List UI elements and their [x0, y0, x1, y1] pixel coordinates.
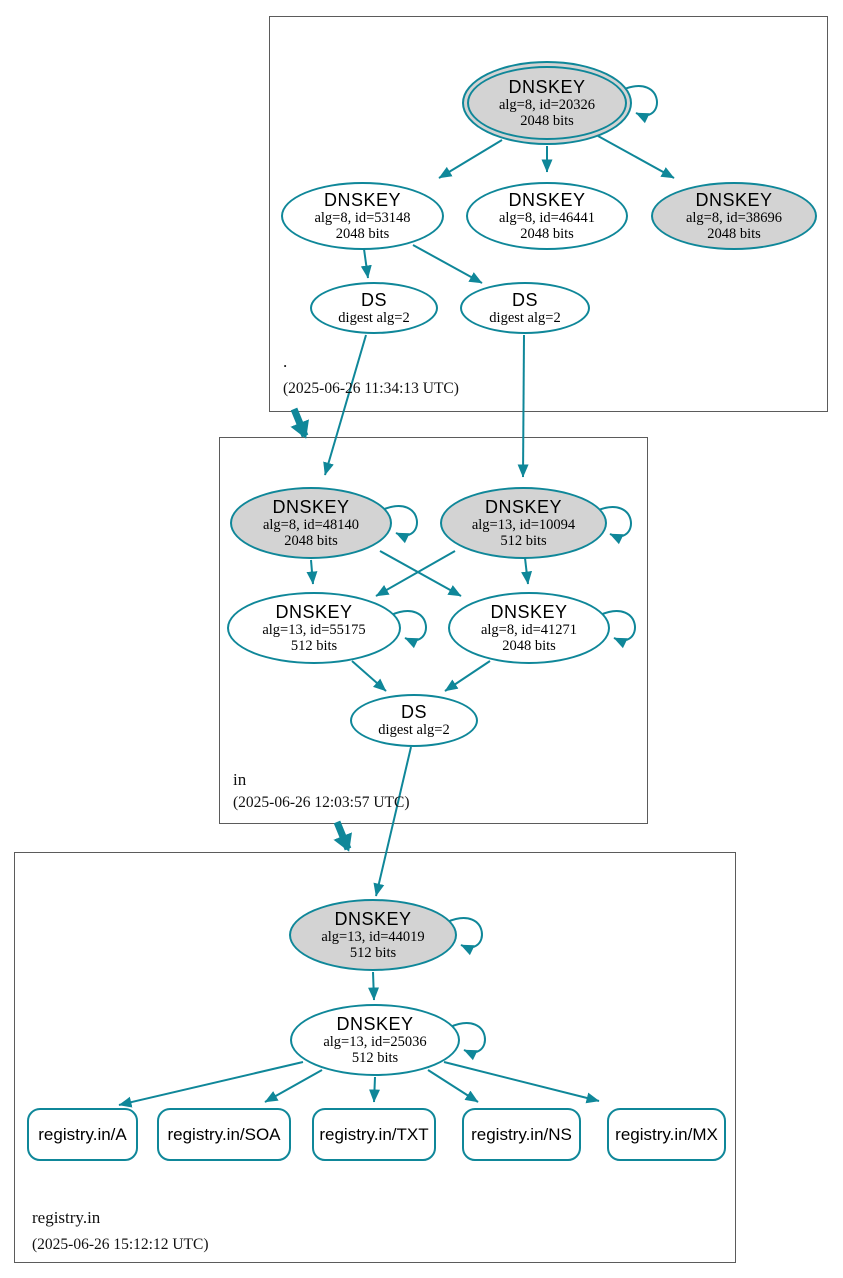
zone-name-root: .	[283, 352, 288, 371]
zone-box-in	[219, 437, 648, 824]
node-title: DNSKEY	[484, 496, 563, 517]
selfloop-41271	[599, 610, 636, 649]
edge-25036-to-ns	[427, 1069, 479, 1103]
zone-timestamp-root: (2025-06-26 11:34:13 UTC)	[283, 380, 459, 397]
selfloop-55175	[390, 610, 427, 649]
dnskey-node-41271[interactable]: DNSKEY alg=8, id=41271 2048 bits	[448, 592, 610, 664]
dnskey-node-46441[interactable]: DNSKEY alg=8, id=46441 2048 bits	[466, 182, 628, 250]
selfloop-25036	[449, 1022, 486, 1061]
node-detail: alg=13, id=44019	[321, 928, 425, 945]
edge-44019-to-25036	[368, 971, 380, 1001]
edge-48140-to-41271	[379, 550, 462, 597]
rrset-registry-in-a[interactable]: registry.in/A	[27, 1108, 138, 1161]
edge-25036-to-mx	[443, 1061, 600, 1104]
zone-box-root	[269, 16, 828, 412]
selfloop-48140	[381, 505, 418, 544]
dnskey-node-48140[interactable]: DNSKEY alg=8, id=48140 2048 bits	[230, 487, 392, 559]
node-detail: alg=13, id=10094	[471, 516, 576, 533]
node-title: DS	[360, 289, 387, 310]
ds-node-in[interactable]: DS digest alg=2	[350, 694, 478, 747]
dnskey-node-55175[interactable]: DNSKEY alg=13, id=55175 512 bits	[227, 592, 401, 664]
rrset-registry-in-ns[interactable]: registry.in/NS	[462, 1108, 581, 1161]
node-detail: alg=8, id=41271	[480, 621, 578, 638]
node-title: DNSKEY	[323, 189, 402, 210]
dnskey-node-53148[interactable]: DNSKEY alg=8, id=53148 2048 bits	[281, 182, 444, 250]
dnskey-node-25036[interactable]: DNSKEY alg=13, id=25036 512 bits	[290, 1004, 460, 1076]
node-bits: 2048 bits	[520, 226, 574, 242]
node-bits: 2048 bits	[284, 533, 338, 549]
rrset-registry-in-soa[interactable]: registry.in/SOA	[157, 1108, 291, 1161]
edge-10094-to-55175	[375, 550, 456, 597]
node-title: DS	[511, 289, 538, 310]
edge-48140-to-55175	[306, 559, 318, 585]
edge-53148-to-ds2	[412, 244, 483, 284]
selfloop-10094	[595, 506, 632, 545]
node-detail: digest alg=2	[378, 722, 450, 739]
node-title: DS	[400, 702, 427, 723]
node-detail: digest alg=2	[338, 309, 410, 326]
zone-name-registry-in: registry.in	[32, 1208, 101, 1227]
node-title: DNSKEY	[272, 496, 350, 517]
node-detail: alg=8, id=38696	[685, 209, 783, 226]
zone-name-in: in	[233, 770, 247, 789]
rrset-registry-in-txt[interactable]: registry.in/TXT	[312, 1108, 436, 1161]
edge-ksk20326-to-38696	[597, 135, 675, 179]
zone-box-registry-in	[14, 852, 736, 1263]
node-title: DNSKEY	[508, 76, 586, 97]
zone-timestamp-in: (2025-06-26 12:03:57 UTC)	[233, 794, 410, 811]
rrset-registry-in-mx[interactable]: registry.in/MX	[607, 1108, 726, 1161]
node-title: DNSKEY	[334, 908, 412, 929]
node-title: DNSKEY	[695, 189, 773, 210]
node-detail: alg=13, id=25036	[323, 1033, 427, 1050]
node-bits: 512 bits	[500, 533, 547, 549]
node-title: DNSKEY	[508, 189, 586, 210]
node-detail: digest alg=2	[489, 309, 561, 326]
node-bits: 512 bits	[349, 945, 397, 961]
node-detail: alg=8, id=53148	[314, 209, 411, 226]
dnskey-node-10094[interactable]: DNSKEY alg=13, id=10094 512 bits	[440, 487, 607, 559]
node-bits: 2048 bits	[502, 638, 556, 654]
edge-41271-to-ds	[444, 660, 491, 692]
edge-ksk20326-to-53148	[438, 139, 503, 179]
edge-55175-to-ds	[351, 660, 387, 692]
node-detail: alg=13, id=55175	[262, 621, 366, 638]
dnskey-node-20326[interactable]: DNSKEY alg=8, id=20326 2048 bits	[462, 61, 632, 145]
node-bits: 2048 bits	[707, 226, 761, 242]
node-detail: alg=8, id=46441	[498, 209, 596, 226]
edge-10094-to-41271	[521, 557, 533, 585]
zone-timestamp-registry-in: (2025-06-26 15:12:12 UTC)	[32, 1236, 209, 1253]
delegation-arrow-root-to-in	[290, 407, 309, 439]
selfloop-44019	[446, 917, 483, 956]
edge-ds2-to-10094	[517, 334, 529, 478]
edge-53148-to-ds1	[360, 248, 372, 279]
edge-ds1-to-48140	[323, 334, 367, 476]
edge-25036-to-a	[118, 1061, 304, 1108]
node-bits: 2048 bits	[335, 226, 390, 242]
node-bits: 512 bits	[290, 638, 338, 654]
dnskey-node-44019[interactable]: DNSKEY alg=13, id=44019 512 bits	[289, 899, 457, 971]
node-title: DNSKEY	[490, 601, 568, 622]
node-bits: 2048 bits	[520, 113, 574, 129]
delegation-arrow-in-to-registry	[333, 820, 352, 852]
node-title: DNSKEY	[275, 601, 353, 622]
node-title: DNSKEY	[336, 1013, 414, 1034]
selfloop-20326	[621, 85, 658, 124]
node-bits: 512 bits	[351, 1050, 399, 1066]
edge-25036-to-soa	[264, 1069, 323, 1103]
node-detail: alg=8, id=48140	[262, 516, 360, 533]
dnskey-node-38696[interactable]: DNSKEY alg=8, id=38696 2048 bits	[651, 182, 817, 250]
ds-node-root-2[interactable]: DS digest alg=2	[460, 282, 590, 334]
node-detail: alg=8, id=20326	[498, 96, 596, 113]
edge-25036-to-txt	[369, 1076, 380, 1103]
edge-ds-in-to-44019	[373, 746, 412, 897]
ds-node-root-1[interactable]: DS digest alg=2	[310, 282, 438, 334]
